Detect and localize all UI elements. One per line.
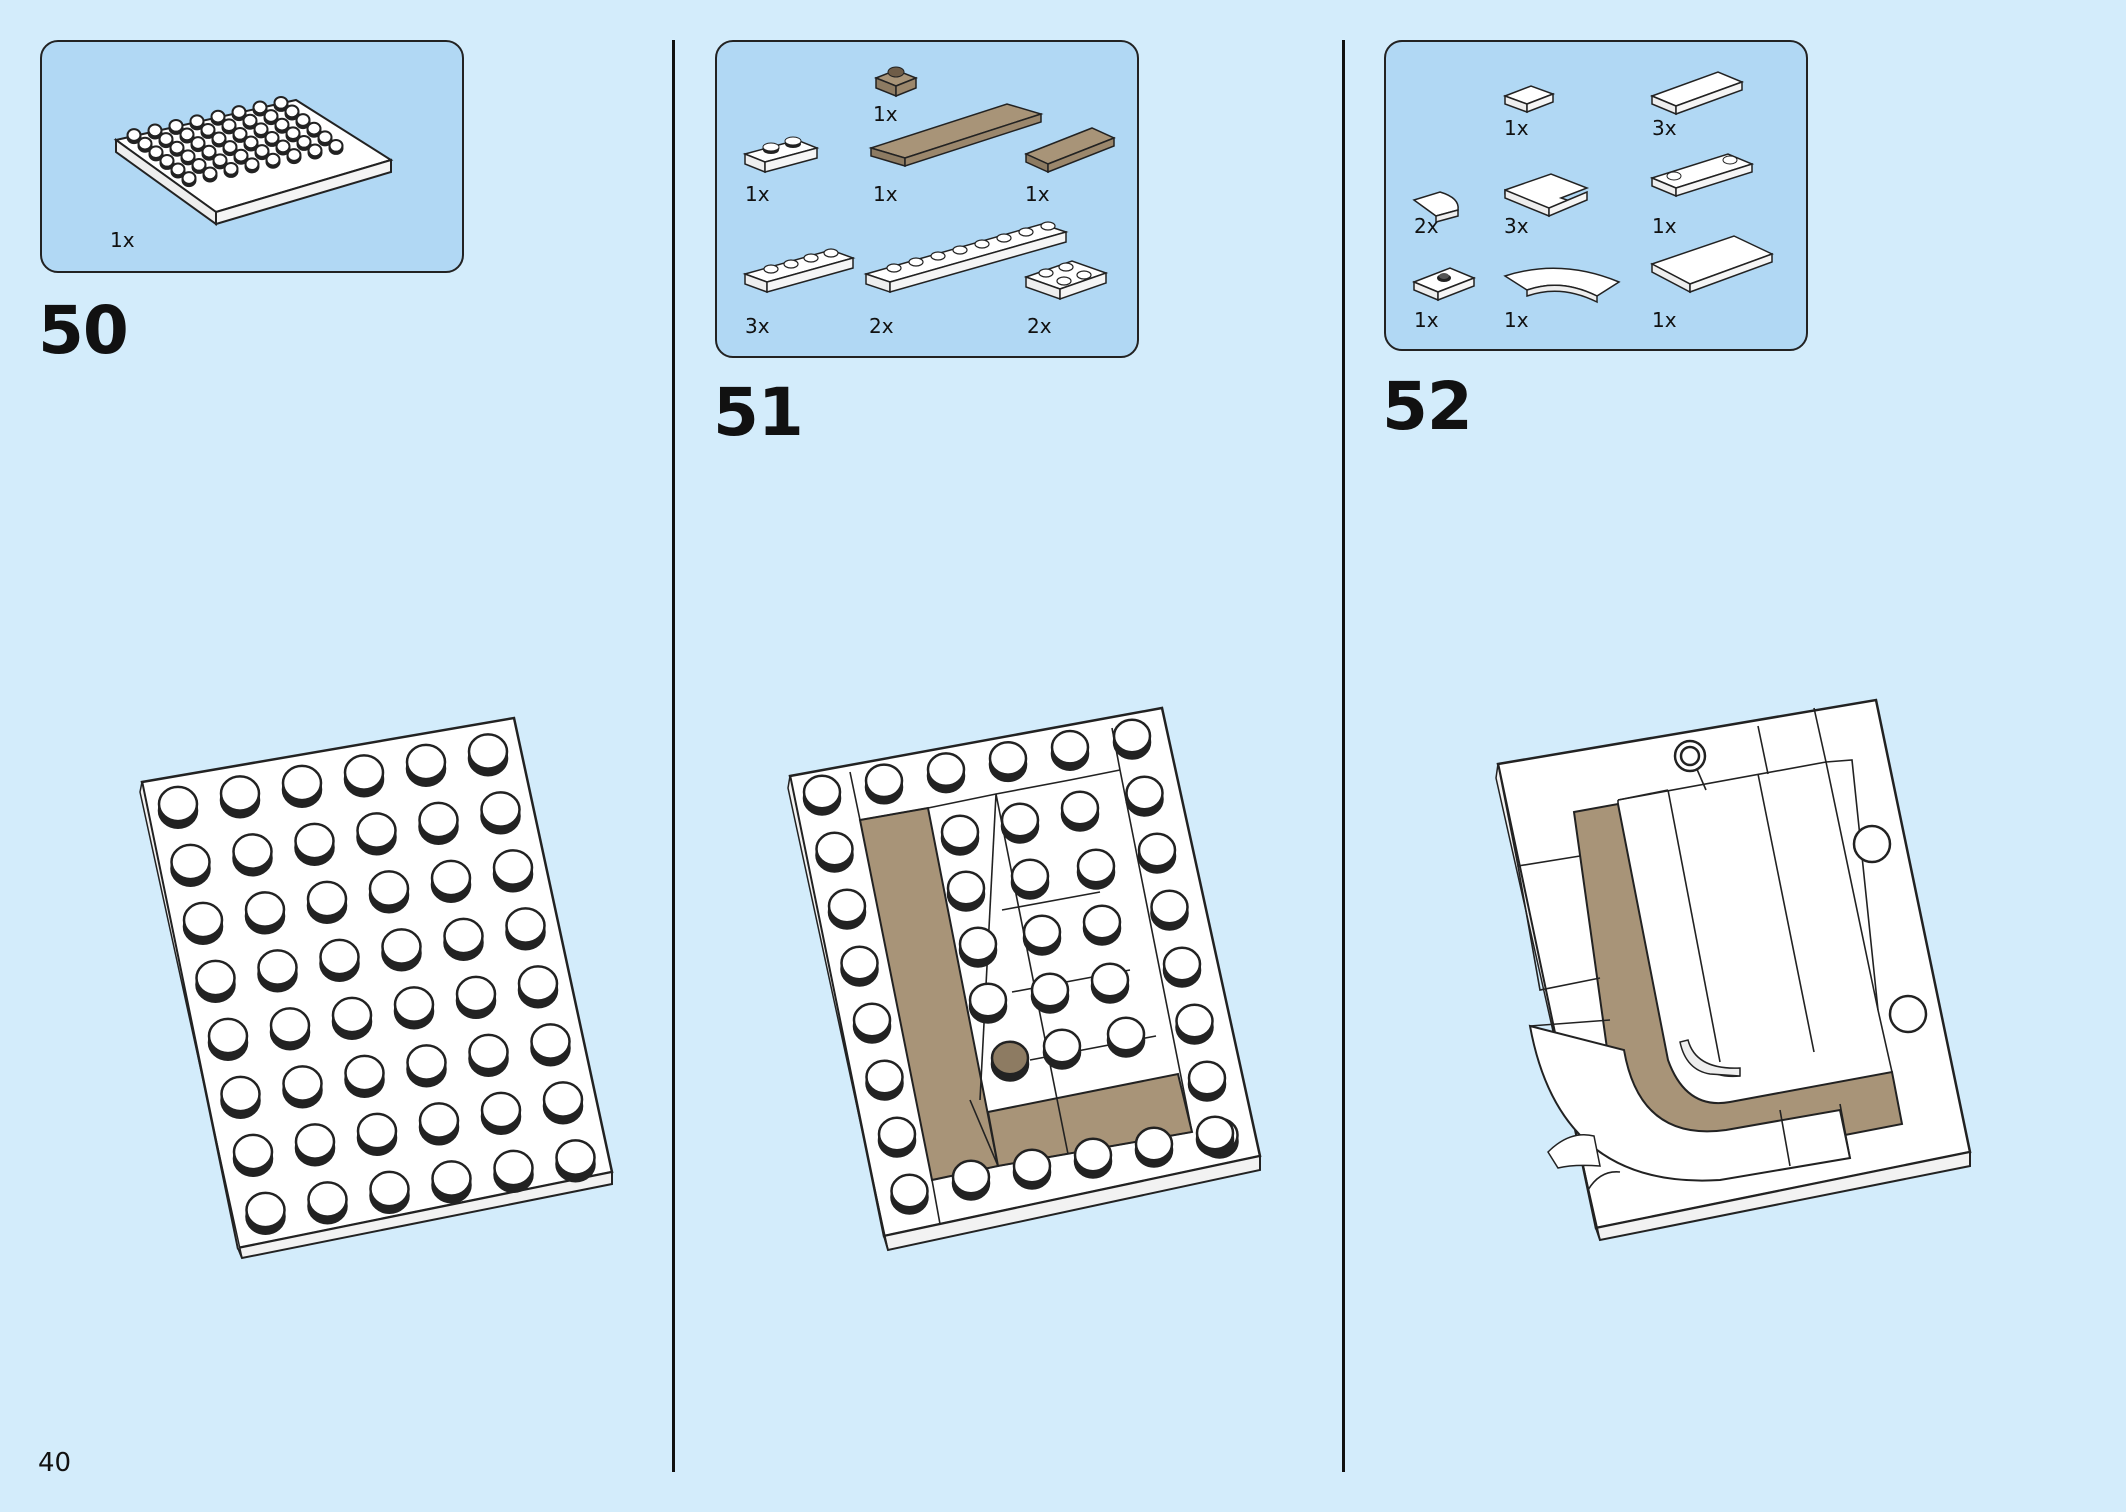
part-quantity: 1x xyxy=(745,182,770,206)
part-quantity: 1x xyxy=(110,228,135,252)
part-plate-1x8-icon xyxy=(863,221,1069,294)
step-number-52: 52 xyxy=(1382,368,1473,445)
step-divider-2 xyxy=(1342,40,1345,1472)
part-plate-1x4-jumper-icon xyxy=(1649,153,1755,198)
step-divider-1 xyxy=(672,40,675,1472)
step-52-model-image xyxy=(1495,698,1972,1242)
part-quantity: 1x xyxy=(873,102,898,126)
part-tile-1x4-icon xyxy=(1649,71,1745,116)
part-plate-1x4-icon xyxy=(742,248,856,294)
part-jumper-plate-icon xyxy=(1411,267,1477,302)
part-quantity: 1x xyxy=(873,182,898,206)
part-quantity: 1x xyxy=(1652,214,1677,238)
part-quantity: 1x xyxy=(1025,182,1050,206)
parts-callout-step-50: 1x xyxy=(40,40,464,273)
step-number-51: 51 xyxy=(713,374,804,451)
part-tile-1x1-icon xyxy=(1502,85,1556,114)
part-tan-plate-1x1-icon xyxy=(873,66,919,98)
step-50-model-image xyxy=(139,716,614,1260)
part-quantity: 3x xyxy=(1652,116,1677,140)
part-plate-2x2-icon xyxy=(1023,260,1109,301)
part-plate-6x8-icon xyxy=(113,95,394,226)
part-quantity: 2x xyxy=(869,314,894,338)
parts-callout-step-51: 1x 1x 1x 1x 3x 2x xyxy=(715,40,1139,358)
step-51-model-image xyxy=(787,706,1262,1252)
part-quarter-round-tile-icon xyxy=(1412,191,1459,223)
parts-callout-step-52: 1x 3x 2x 3x 1x 1x 1x 1x xyxy=(1384,40,1808,351)
part-quantity: 2x xyxy=(1027,314,1052,338)
part-corner-tile-icon xyxy=(1504,173,1590,218)
part-quantity: 3x xyxy=(745,314,770,338)
part-plate-1x2-icon xyxy=(742,136,820,174)
part-quantity: 3x xyxy=(1504,214,1529,238)
step-number-50: 50 xyxy=(38,292,129,369)
part-quantity: 1x xyxy=(1414,308,1439,332)
part-tan-tile-1x8-icon xyxy=(868,103,1044,168)
part-quantity: 1x xyxy=(1504,116,1529,140)
page-number: 40 xyxy=(38,1448,72,1478)
part-quantity: 2x xyxy=(1414,214,1439,238)
part-quantity: 1x xyxy=(1504,308,1529,332)
part-quantity: 1x xyxy=(1652,308,1677,332)
part-tile-2x4-icon xyxy=(1650,235,1774,294)
part-curved-tile-icon xyxy=(1503,267,1621,304)
part-tan-tile-1x4-icon xyxy=(1024,127,1116,174)
